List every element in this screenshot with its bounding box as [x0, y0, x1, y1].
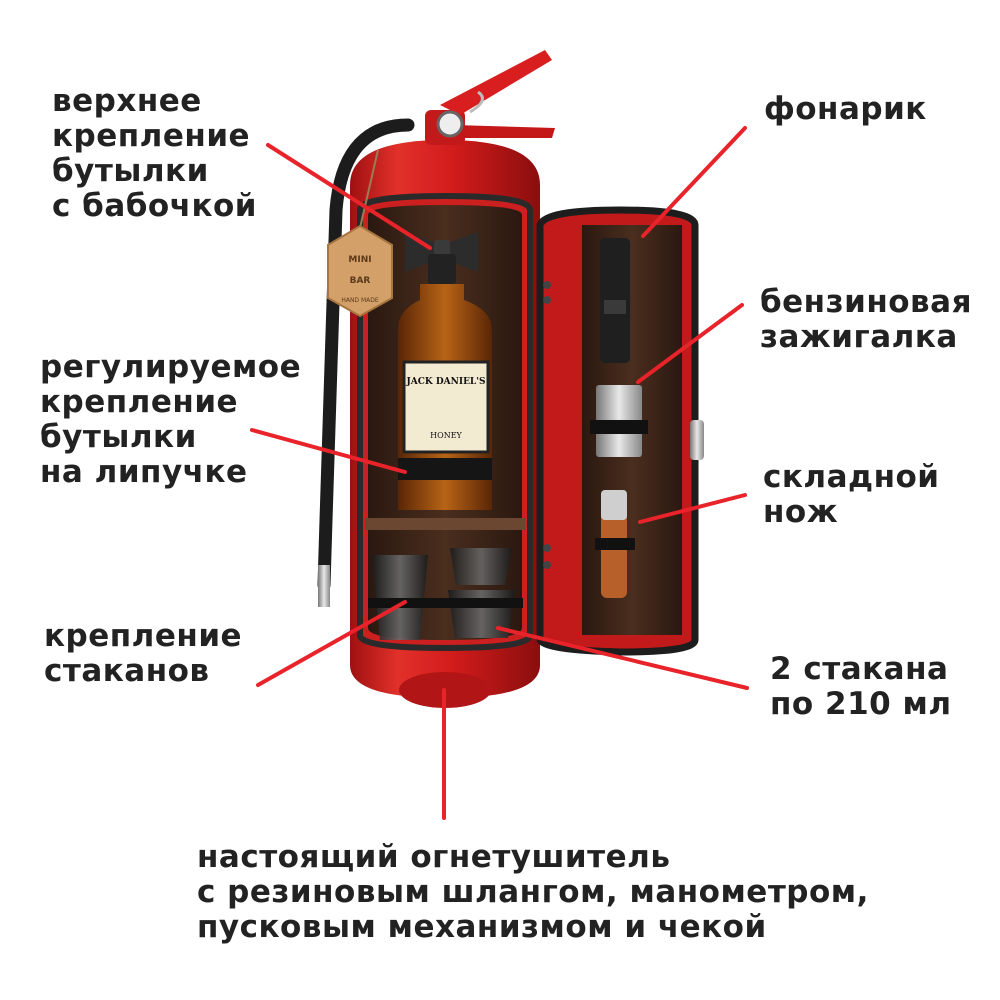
label-line: бутылки — [52, 153, 209, 189]
label-top-mount: верхнее крепление бутылки с бабочкой — [52, 84, 257, 224]
label-line: стаканов — [44, 653, 210, 689]
callout-lines — [250, 126, 749, 820]
hinge-screw — [543, 544, 551, 552]
label-line: бутылки — [40, 419, 197, 455]
tag-text-handmade: HAND MADE — [341, 297, 379, 304]
label-line: нож — [763, 494, 839, 530]
hinge-screw — [543, 281, 551, 289]
bottle-cap — [428, 254, 456, 284]
glass-mount-strap — [368, 598, 523, 608]
label-line: складной — [763, 459, 940, 495]
hinge-screw — [543, 561, 551, 569]
callout-line-glasses — [496, 626, 749, 690]
label-line: крепление — [40, 384, 239, 420]
safety-pin — [469, 90, 484, 114]
flashlight-strap — [604, 300, 626, 314]
knife-blade — [601, 490, 627, 520]
callout-line-adjustable-mount — [250, 428, 407, 474]
label-line: настоящий огнетушитель — [197, 839, 671, 875]
label-line: крепление — [52, 118, 251, 154]
lighter-strap — [590, 420, 648, 434]
callout-line-lighter — [636, 303, 744, 384]
label-line: по 210 мл — [770, 686, 952, 722]
rubber-hose — [317, 118, 415, 592]
tag-text-mini: MINI — [348, 255, 371, 265]
hose-nozzle — [318, 565, 330, 607]
label-line: верхнее — [52, 83, 202, 119]
label-line: бензиновая — [760, 284, 972, 320]
label-line: регулируемое — [40, 349, 302, 385]
tag-text-bar: BAR — [350, 276, 371, 286]
label-line: с бабочкой — [52, 188, 258, 224]
label-glass-mount: крепление стаканов — [44, 619, 242, 689]
callout-line-glass-mount — [256, 600, 407, 687]
bottle-brand-text: JACK DANIEL'S — [405, 377, 485, 387]
mini-bar-tag — [327, 224, 393, 318]
velcro-strap — [398, 458, 492, 480]
label-line: 2 стакана — [770, 651, 949, 687]
pressure-gauge-icon — [436, 110, 464, 138]
bottle-label — [402, 360, 490, 454]
label-line: фонарик — [764, 91, 927, 127]
label-line: с резиновым шлангом, манометром, — [197, 874, 869, 910]
door-lock — [690, 420, 704, 460]
carry-handle — [455, 125, 555, 138]
label-extinguisher: настоящий огнетушитель с резиновым шланг… — [197, 840, 869, 945]
label-lighter: бензиновая зажигалка — [760, 285, 972, 355]
label-line: зажигалка — [760, 319, 958, 355]
label-line: на липучке — [40, 454, 248, 490]
glass-left — [372, 555, 428, 640]
label-adjustable-mount: регулируемое крепление бутылки на липучк… — [40, 350, 301, 490]
label-glasses: 2 стакана по 210 мл — [770, 652, 952, 722]
label-line: пусковым механизмом и чекой — [197, 909, 767, 945]
tag-string — [359, 149, 379, 229]
glass-right-upper — [450, 548, 512, 585]
callout-line-top-mount — [266, 143, 432, 250]
knife-strap — [595, 538, 635, 550]
wood-shelf — [365, 518, 525, 530]
callout-line-knife — [638, 493, 747, 524]
label-knife: складной нож — [763, 460, 940, 530]
label-line: крепление — [44, 618, 243, 654]
label-flashlight: фонарик — [764, 92, 927, 127]
hinge-screw — [543, 296, 551, 304]
trigger-lever — [440, 50, 552, 115]
callout-line-flashlight — [641, 126, 747, 238]
bottle-variety-text: HONEY — [430, 431, 462, 440]
